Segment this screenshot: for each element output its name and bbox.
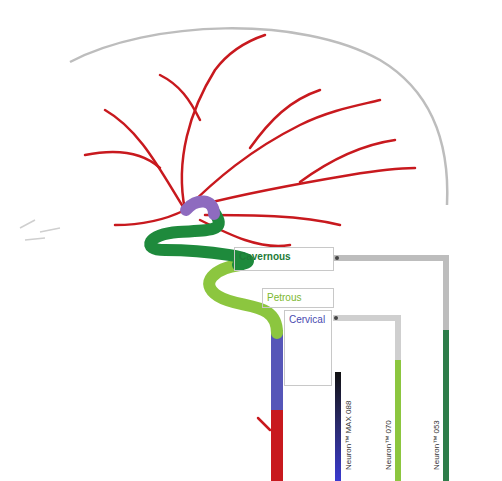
catheter-088 — [335, 372, 341, 481]
segment-label: Petrous — [267, 292, 301, 303]
catheter-053-proximal — [334, 258, 446, 481]
catheter-label: Neuron™ 070 — [384, 420, 394, 470]
artery-petrous — [209, 265, 277, 333]
label-box: Cervical — [284, 310, 332, 386]
catheter-070-proximal — [333, 318, 398, 481]
cerebral-branches — [85, 35, 415, 430]
catheter-label: Neuron™ 053 — [432, 420, 442, 470]
label-box: Cavernous — [234, 247, 334, 271]
label-box: Petrous — [262, 288, 334, 308]
catheter-053 — [443, 330, 449, 481]
artery-cervical — [271, 330, 283, 410]
head-outline — [70, 28, 447, 205]
catheter-label: Neuron™ MAX 088 — [344, 401, 354, 470]
catheter-070 — [395, 360, 401, 481]
tip-dot — [335, 256, 339, 260]
artery-supraclinoid — [186, 201, 214, 214]
tip-dot — [334, 316, 338, 320]
segment-label: Cavernous — [239, 251, 291, 262]
face-outline — [20, 220, 60, 240]
artery-common — [271, 405, 283, 481]
segment-label: Cervical — [289, 314, 325, 325]
